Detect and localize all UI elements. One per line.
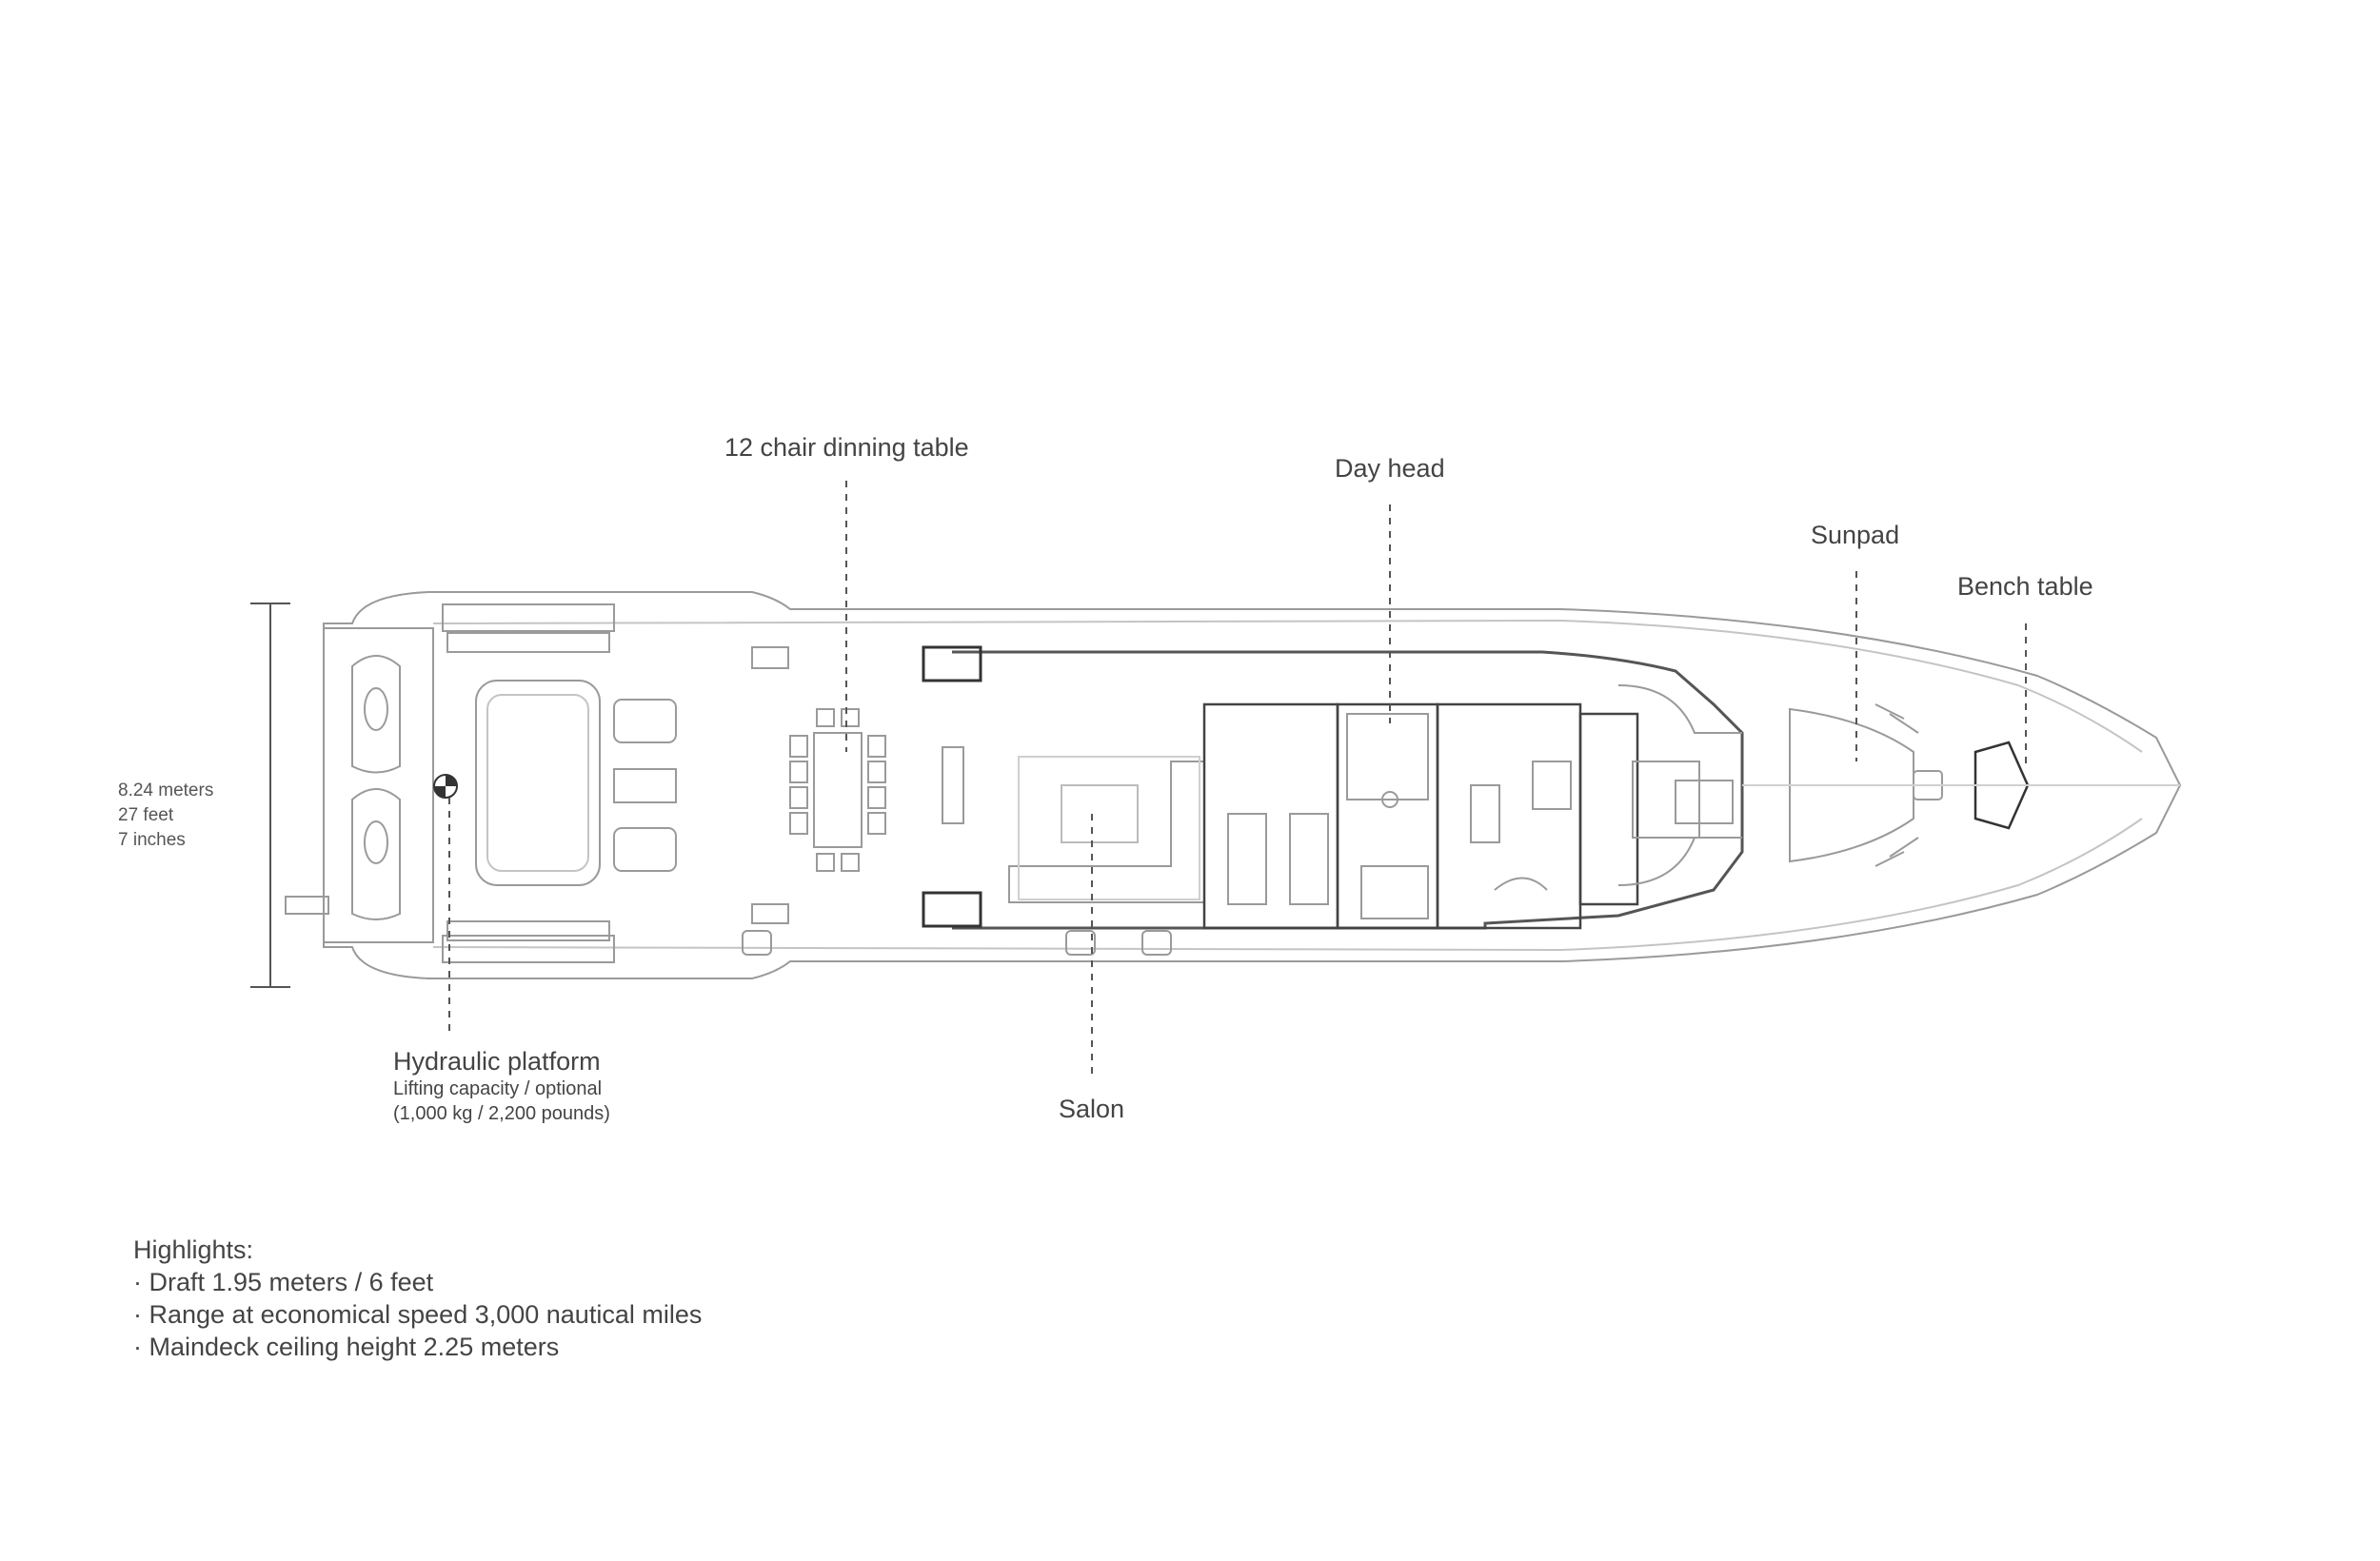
salon-sofa (1008, 761, 1205, 903)
hull-outline (323, 591, 2182, 979)
beam-inches: 7 inches (118, 830, 186, 850)
hydraulic-platform-line1: Lifting capacity / optional (393, 1078, 603, 1099)
salon-table (1061, 784, 1139, 843)
hydraulic-platform-line2: (1,000 kg / 2,200 pounds) (393, 1103, 610, 1124)
superstructure (952, 650, 1744, 930)
foredeck-sunpad (1789, 707, 1914, 863)
jet-ski-1 (351, 655, 401, 774)
highlight-ceiling: · Maindeck ceiling height 2.25 meters (133, 1333, 560, 1361)
highlight-draft: · Draft 1.95 meters / 6 feet (133, 1268, 434, 1296)
beam-dimension-text: 8.24 meters 27 feet 7 inches (118, 779, 213, 853)
label-salon: Salon (1059, 1095, 1125, 1123)
salon-door (942, 746, 964, 824)
label-dining-table: 12 chair dinning table (724, 433, 969, 462)
jet-ski-2 (351, 788, 401, 920)
highlights-title: Highlights: (133, 1235, 254, 1264)
hydraulic-platform-callout: Hydraulic platform Lifting capacity / op… (393, 1047, 610, 1126)
helm (1675, 780, 1734, 824)
day-head-room (1346, 713, 1429, 800)
label-sunpad: Sunpad (1811, 521, 1900, 549)
hull-inner-line (432, 619, 2143, 952)
aft-lounge (475, 680, 601, 886)
salon-rug (1018, 756, 1200, 900)
beam-dimension-line (250, 603, 290, 988)
highlights-section: Highlights: · Draft 1.95 meters / 6 feet… (133, 1234, 702, 1363)
highlight-range: · Range at economical speed 3,000 nautic… (133, 1300, 703, 1329)
label-bench-table: Bench table (1957, 572, 2093, 601)
hydraulic-platform-marker (433, 774, 458, 799)
dining-table (789, 708, 886, 872)
aft-seat-2 (613, 827, 677, 872)
aft-seat-1 (613, 699, 677, 743)
hydraulic-platform-title: Hydraulic platform (393, 1047, 601, 1076)
aft-table (613, 768, 677, 803)
beam-meters: 8.24 meters (118, 780, 214, 800)
label-day-head: Day head (1335, 454, 1445, 483)
bench-table (1973, 741, 2030, 830)
swim-platform (324, 627, 434, 943)
beam-feet: 27 feet (118, 805, 174, 825)
